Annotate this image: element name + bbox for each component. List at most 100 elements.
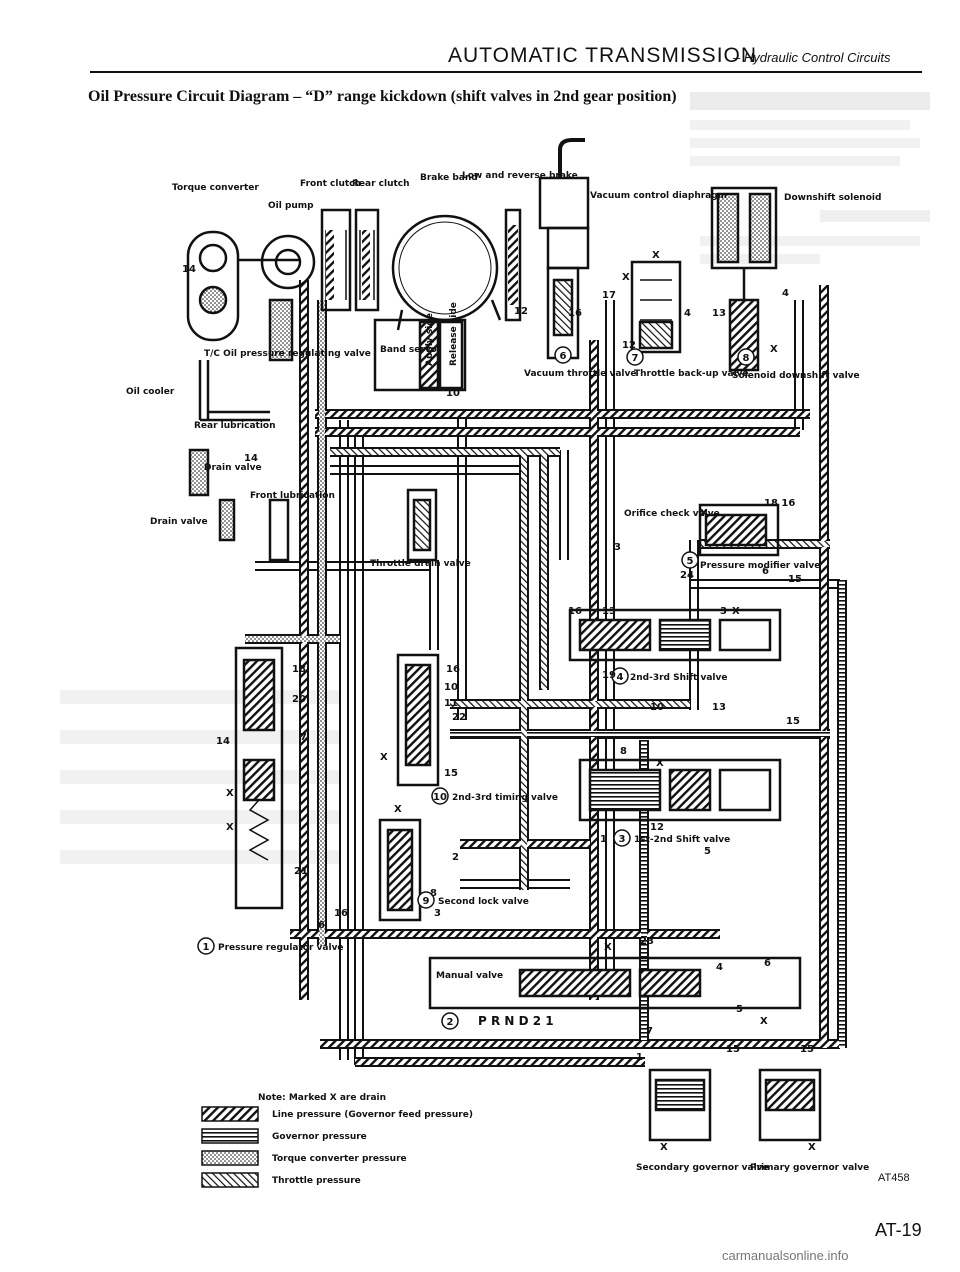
svg-text:14: 14 xyxy=(216,736,230,747)
svg-text:4: 4 xyxy=(716,962,723,973)
legend-label-throttle: Throttle pressure xyxy=(272,1176,361,1186)
svg-text:21: 21 xyxy=(294,866,308,877)
svg-text:15: 15 xyxy=(786,716,800,727)
figure-code: AT458 xyxy=(878,1172,910,1184)
svg-text:4: 4 xyxy=(782,288,789,299)
throttle-drain-valve-body xyxy=(406,488,438,562)
legend-swatch-line xyxy=(201,1106,259,1122)
svg-text:16: 16 xyxy=(446,664,460,675)
svg-text:X: X xyxy=(732,606,740,617)
shift-2-3-valve-body xyxy=(568,608,782,662)
label-shift-2-3-valve: 2nd-3rd Shift valve xyxy=(630,673,727,683)
svg-text:X: X xyxy=(604,942,612,953)
label-release-side: Release side xyxy=(449,302,459,366)
svg-text:15: 15 xyxy=(726,1044,740,1055)
torque-pressure-fill xyxy=(245,300,340,945)
svg-text:5: 5 xyxy=(736,1004,743,1015)
label-shift-1-2-valve: 1st-2nd Shift valve xyxy=(634,835,730,845)
svg-text:X: X xyxy=(622,272,630,283)
watermark: carmanualsonline.info xyxy=(722,1248,849,1263)
label-oil-pump: Oil pump xyxy=(268,201,314,211)
svg-text:3: 3 xyxy=(434,908,441,919)
legend-swatch-throttle xyxy=(201,1172,259,1188)
diagram-title: Oil Pressure Circuit Diagram – “D” range… xyxy=(88,88,677,105)
governor-valves xyxy=(648,1068,822,1142)
svg-text:X: X xyxy=(760,1016,768,1027)
svg-text:12: 12 xyxy=(622,340,636,351)
timing-valve-body xyxy=(396,653,440,787)
svg-text:13: 13 xyxy=(712,308,726,319)
svg-text:14: 14 xyxy=(244,453,258,464)
label-solenoid-downshift-valve: Solenoid downshift valve xyxy=(732,371,860,381)
label-rear-lubrication: Rear lubrication xyxy=(194,421,276,431)
legend-label-line: Line pressure (Governor feed pressure) xyxy=(272,1110,473,1120)
label-manual-valve: Manual valve xyxy=(436,971,503,981)
page-number: AT-19 xyxy=(875,1220,922,1240)
label-vacuum-control-diaphragm: Vacuum control diaphragm xyxy=(590,191,727,201)
svg-text:1: 1 xyxy=(636,1052,643,1063)
label-primary-governor-valve: Primary governor valve xyxy=(750,1163,869,1173)
svg-text:24: 24 xyxy=(680,570,694,581)
legend-swatch-torque xyxy=(201,1150,259,1166)
label-tc-oil-pressure-regulating-valve: T/C Oil pressure regulating valve xyxy=(204,349,371,359)
page-header-title: AUTOMATIC TRANSMISSION xyxy=(448,44,758,67)
svg-text:5: 5 xyxy=(704,846,711,857)
svg-text:22: 22 xyxy=(452,712,466,723)
label-orifice-check-valve: Orifice check valve xyxy=(624,509,720,519)
svg-text:6: 6 xyxy=(762,566,769,577)
svg-text:12: 12 xyxy=(650,822,664,833)
svg-text:12: 12 xyxy=(514,306,528,317)
svg-text:18: 18 xyxy=(292,664,306,675)
svg-text:2: 2 xyxy=(447,1017,454,1028)
legend-label-governor: Governor pressure xyxy=(272,1132,367,1142)
manual-valve-body xyxy=(428,956,802,1010)
band-servo xyxy=(373,318,467,392)
label-prnd21: P R N D 2 1 xyxy=(478,1014,554,1028)
label-apply-side: Apply side xyxy=(425,313,435,366)
svg-text:14: 14 xyxy=(182,264,196,275)
svg-text:10: 10 xyxy=(444,682,458,693)
valve-number-digits: 6 7 8 5 4 10 3 9 2 1 xyxy=(203,351,750,1028)
pressure-modifier-valve-body xyxy=(698,503,780,557)
low-reverse-brake xyxy=(504,208,522,322)
svg-text:19: 19 xyxy=(602,670,616,681)
svg-text:15: 15 xyxy=(800,1044,814,1055)
svg-text:X: X xyxy=(700,508,708,519)
svg-text:15: 15 xyxy=(444,768,458,779)
clutch-drums xyxy=(320,208,380,312)
governor-pressure-fill xyxy=(450,580,845,1048)
label-pressure-modifier-valve: Pressure modifier valve xyxy=(700,561,820,571)
svg-text:7: 7 xyxy=(300,732,307,743)
svg-text:10: 10 xyxy=(650,702,664,713)
svg-text:15: 15 xyxy=(788,574,802,585)
svg-text:16: 16 xyxy=(568,308,582,319)
svg-text:X: X xyxy=(660,1142,668,1153)
torque-converter xyxy=(186,230,300,342)
label-low-reverse-brake: Low and reverse brake xyxy=(462,171,578,181)
svg-text:X: X xyxy=(380,752,388,763)
vacuum-throttle-valve-body xyxy=(546,266,580,360)
label-throttle-drain-valve: Throttle drain valve xyxy=(370,559,471,569)
svg-text:1: 1 xyxy=(203,942,210,953)
shift-1-2-valve-body xyxy=(578,758,782,822)
svg-text:8: 8 xyxy=(620,746,627,757)
vacuum-diaphragm xyxy=(538,138,590,270)
svg-text:6: 6 xyxy=(560,351,567,362)
svg-text:8: 8 xyxy=(743,353,750,364)
svg-text:3: 3 xyxy=(614,542,621,553)
svg-text:13: 13 xyxy=(712,702,726,713)
svg-text:5: 5 xyxy=(687,556,694,567)
svg-text:7: 7 xyxy=(646,1026,653,1037)
page-header-subtitle: – Hydraulic Control Circuits xyxy=(733,50,891,65)
label-brake-band: Brake band xyxy=(420,173,478,183)
label-drain-valve-top: Drain valve xyxy=(204,463,262,473)
svg-text:23: 23 xyxy=(640,936,654,947)
svg-text:X: X xyxy=(808,1142,816,1153)
label-rear-clutch: Rear clutch xyxy=(352,179,410,189)
label-second-lock-valve: Second lock valve xyxy=(438,897,529,907)
svg-text:9: 9 xyxy=(423,896,430,907)
